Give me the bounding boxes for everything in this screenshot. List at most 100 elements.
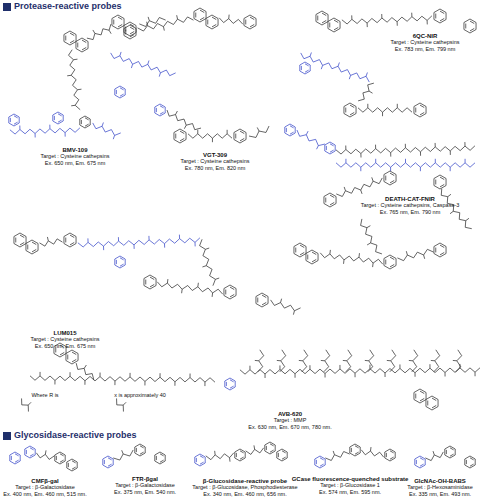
double-bond bbox=[160, 460, 164, 462]
bond bbox=[123, 402, 126, 405]
ring bbox=[306, 250, 318, 264]
double-bond bbox=[470, 21, 474, 23]
double-bond bbox=[320, 458, 324, 460]
ring bbox=[80, 116, 90, 128]
bond bbox=[265, 374, 266, 378]
ring bbox=[67, 459, 77, 471]
bond bbox=[448, 194, 451, 196]
double-bond bbox=[125, 30, 126, 35]
double-bond bbox=[435, 14, 436, 19]
bond-chain bbox=[271, 300, 301, 311]
bond bbox=[450, 211, 453, 213]
ring bbox=[115, 256, 125, 268]
double-bond bbox=[390, 451, 394, 453]
double-bond bbox=[72, 467, 76, 469]
bond-chain bbox=[358, 83, 374, 101]
double-bond bbox=[58, 120, 62, 122]
bond bbox=[71, 105, 75, 107]
double-bond bbox=[427, 401, 428, 406]
bond bbox=[197, 283, 198, 287]
bond-chain bbox=[87, 24, 111, 39]
ring bbox=[194, 8, 206, 22]
double-bond bbox=[65, 36, 66, 41]
double-bond bbox=[266, 446, 267, 450]
ring bbox=[144, 275, 156, 289]
bond bbox=[281, 299, 282, 303]
double-bond bbox=[355, 446, 359, 448]
bond-chain bbox=[361, 219, 382, 254]
double-bond bbox=[82, 47, 86, 49]
section-marker bbox=[3, 432, 11, 440]
probe-name: BMV-109 bbox=[62, 147, 87, 153]
double-bond bbox=[160, 106, 164, 108]
bond bbox=[84, 381, 85, 385]
ring bbox=[224, 285, 236, 299]
bond bbox=[351, 15, 352, 19]
bond bbox=[399, 364, 400, 368]
bond-chain bbox=[358, 108, 412, 112]
bond bbox=[295, 374, 296, 378]
bond bbox=[184, 125, 186, 129]
double-bond bbox=[420, 398, 424, 400]
ring bbox=[265, 442, 275, 454]
bond-chain bbox=[219, 18, 243, 24]
double-bond bbox=[415, 394, 416, 399]
bond bbox=[310, 52, 311, 56]
double-bond bbox=[240, 457, 244, 459]
bond bbox=[257, 127, 259, 131]
double-bond bbox=[240, 131, 244, 133]
double-bond bbox=[200, 10, 204, 12]
bond bbox=[205, 248, 209, 249]
probe-note: Target : β-Glucosidase 1 bbox=[320, 483, 380, 489]
double-bond bbox=[150, 277, 154, 279]
bond bbox=[433, 451, 434, 455]
probe-note: Target : β-Hexosaminidase bbox=[407, 485, 473, 491]
double-bond bbox=[300, 252, 304, 254]
double-bond bbox=[70, 40, 74, 42]
ring bbox=[315, 456, 325, 468]
bond bbox=[445, 372, 446, 376]
ring bbox=[328, 18, 340, 32]
double-bond bbox=[262, 295, 266, 297]
bond bbox=[435, 159, 436, 163]
bond bbox=[369, 91, 372, 93]
bond bbox=[390, 167, 391, 171]
probe-note: Target : MMP bbox=[274, 418, 307, 424]
bond bbox=[464, 142, 465, 146]
bond bbox=[415, 373, 416, 377]
double-bond bbox=[180, 131, 184, 133]
bond bbox=[70, 372, 71, 376]
double-bond bbox=[70, 242, 74, 244]
double-bond bbox=[240, 138, 244, 140]
section-heading: Protease-reactive probes bbox=[14, 2, 122, 11]
bond bbox=[339, 365, 340, 369]
bond bbox=[176, 15, 178, 19]
double-bond bbox=[118, 24, 122, 26]
double-bond bbox=[450, 454, 454, 456]
double-bond bbox=[330, 195, 334, 197]
bond bbox=[67, 75, 71, 77]
bond bbox=[253, 445, 255, 449]
double-bond bbox=[72, 352, 76, 354]
bond bbox=[229, 458, 230, 462]
double-bond bbox=[250, 17, 254, 19]
bond bbox=[227, 130, 228, 134]
bond bbox=[35, 133, 36, 137]
bond-chain bbox=[40, 239, 63, 246]
bond bbox=[366, 72, 367, 76]
bond bbox=[466, 218, 469, 220]
bond-chain bbox=[113, 450, 133, 460]
bond bbox=[100, 373, 101, 377]
bond bbox=[390, 153, 391, 157]
double-bond bbox=[236, 453, 237, 457]
probe-note: Ex. 340 nm, Em. 460 nm, 656 nm. bbox=[203, 492, 286, 498]
double-bond bbox=[54, 116, 55, 120]
double-bond bbox=[81, 120, 82, 124]
bond-chain bbox=[76, 363, 94, 380]
bond-chain bbox=[157, 282, 222, 294]
double-bond bbox=[270, 450, 274, 452]
bond bbox=[344, 187, 345, 191]
double-bond bbox=[230, 294, 234, 296]
double-bond bbox=[160, 112, 164, 114]
double-bond bbox=[440, 18, 444, 20]
